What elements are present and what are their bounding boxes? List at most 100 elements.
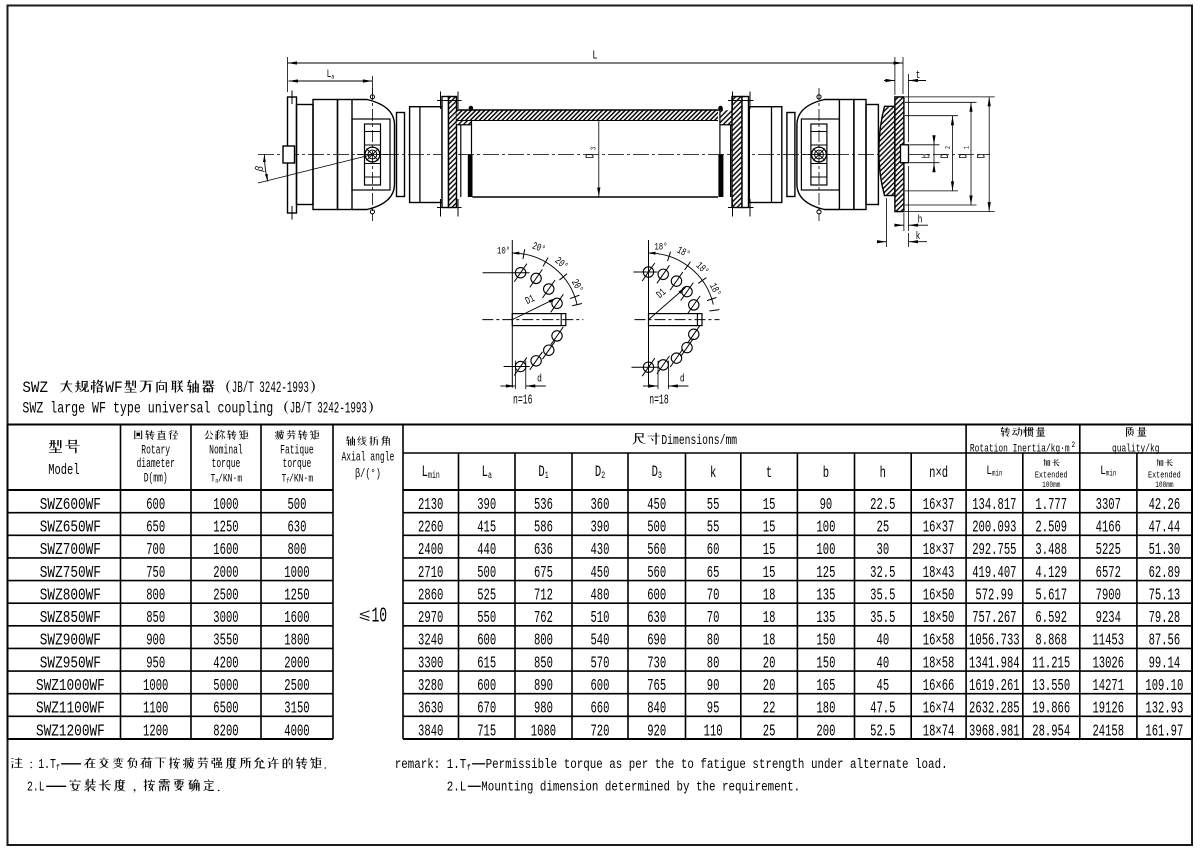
svg-text:Extended: Extended: [1148, 469, 1181, 480]
svg-text:f: f: [56, 764, 60, 773]
svg-text:Dimensions/mm: Dimensions/mm: [661, 433, 737, 449]
svg-text:1200: 1200: [143, 722, 168, 741]
svg-text:62.89: 62.89: [1149, 564, 1181, 583]
svg-text:660: 660: [590, 699, 609, 718]
svg-text:5.617: 5.617: [1035, 586, 1067, 605]
svg-text:20°: 20°: [568, 277, 586, 295]
svg-text:5225: 5225: [1096, 541, 1121, 560]
svg-text:440: 440: [477, 541, 496, 560]
svg-text:11.215: 11.215: [1032, 654, 1070, 673]
svg-text:2.L: 2.L: [27, 779, 45, 795]
svg-text:95: 95: [707, 699, 720, 718]
svg-text:remark: 1.T: remark: 1.T: [395, 757, 467, 773]
svg-text:SWZ: SWZ: [22, 378, 48, 397]
svg-text:22.5: 22.5: [870, 496, 895, 515]
svg-text:18°: 18°: [706, 281, 723, 299]
svg-text:900: 900: [146, 632, 165, 651]
svg-text:500: 500: [287, 496, 306, 515]
svg-text:SWZ950WF: SWZ950WF: [40, 653, 101, 673]
svg-text:SWZ900WF: SWZ900WF: [40, 630, 101, 650]
svg-text:52.5: 52.5: [870, 722, 895, 741]
svg-text:15: 15: [763, 564, 776, 583]
svg-text:16×37: 16×37: [923, 496, 955, 515]
svg-text:3150: 3150: [284, 699, 309, 718]
svg-text:SWZ1000WF: SWZ1000WF: [36, 675, 105, 695]
svg-text:540: 540: [590, 632, 609, 651]
svg-text:30: 30: [877, 541, 890, 560]
svg-text:134.817: 134.817: [972, 496, 1016, 515]
svg-text:5000: 5000: [213, 677, 238, 696]
svg-text:47.5: 47.5: [870, 699, 895, 718]
svg-text:1: 1: [545, 470, 549, 482]
svg-text:75.13: 75.13: [1149, 586, 1181, 605]
svg-text:480: 480: [590, 586, 609, 605]
svg-text:8200: 8200: [213, 722, 238, 741]
svg-text:β/(°): β/(°): [355, 468, 381, 482]
svg-text:560: 560: [647, 564, 666, 583]
svg-text:1.T: 1.T: [38, 756, 56, 772]
svg-text:636: 636: [534, 541, 553, 560]
svg-text:Fatique: Fatique: [280, 444, 314, 458]
svg-text:16×58: 16×58: [923, 632, 955, 651]
svg-text:t: t: [916, 69, 921, 82]
svg-text:3550: 3550: [213, 632, 238, 651]
svg-text:32.5: 32.5: [870, 564, 895, 583]
svg-text:Rotation Inertia/kg·m: Rotation Inertia/kg·m: [970, 442, 1070, 455]
svg-text:90: 90: [707, 677, 720, 696]
svg-text:SWZ750WF: SWZ750WF: [40, 562, 101, 582]
svg-text:2970: 2970: [418, 609, 443, 628]
svg-text:570: 570: [590, 654, 609, 673]
svg-text:40: 40: [877, 654, 890, 673]
svg-text:T: T: [211, 472, 216, 485]
svg-text:3240: 3240: [418, 632, 443, 651]
svg-text:10: 10: [372, 604, 388, 628]
svg-text:700: 700: [146, 541, 165, 560]
svg-text:90: 90: [820, 496, 833, 515]
svg-text:6572: 6572: [1096, 564, 1121, 583]
svg-text:3630: 3630: [418, 699, 443, 718]
svg-text:2: 2: [601, 470, 605, 482]
svg-text:L: L: [1100, 465, 1106, 479]
svg-text:1: 1: [963, 146, 971, 149]
svg-text:a: a: [488, 470, 492, 482]
svg-text:4.129: 4.129: [1035, 564, 1067, 583]
svg-text:T: T: [282, 472, 287, 485]
svg-text:D: D: [957, 154, 970, 159]
svg-text:2860: 2860: [418, 586, 443, 605]
svg-text:586: 586: [534, 518, 553, 537]
svg-text:3840: 3840: [418, 722, 443, 741]
svg-text:b: b: [920, 154, 933, 159]
svg-text:3280: 3280: [418, 677, 443, 696]
svg-text:SWZ800WF: SWZ800WF: [40, 585, 101, 605]
svg-text:2: 2: [1072, 441, 1076, 450]
svg-text:L: L: [482, 464, 488, 482]
svg-text:45: 45: [877, 677, 890, 696]
svg-text:2.509: 2.509: [1035, 518, 1067, 537]
svg-text:550: 550: [477, 609, 496, 628]
svg-text:1080: 1080: [531, 722, 556, 741]
svg-text:100: 100: [816, 518, 835, 537]
svg-text:100mm: 100mm: [1155, 481, 1174, 490]
svg-text:720: 720: [590, 722, 609, 741]
svg-text:d: d: [680, 372, 685, 385]
svg-text:Mounting dimension determined: Mounting dimension determined by the req…: [481, 779, 800, 795]
svg-text:D: D: [595, 464, 601, 482]
svg-text:SWZ1100WF: SWZ1100WF: [36, 698, 105, 718]
svg-text:Nominal: Nominal: [209, 444, 243, 458]
svg-text:18×37: 18×37: [923, 541, 955, 560]
svg-text:t: t: [766, 465, 772, 483]
svg-text:f: f: [467, 764, 471, 773]
svg-text:Extended: Extended: [1035, 469, 1068, 480]
svg-text:13026: 13026: [1092, 654, 1124, 673]
svg-text:675: 675: [534, 564, 553, 583]
svg-text:762: 762: [534, 609, 553, 628]
svg-text:D: D: [652, 464, 658, 482]
svg-text:8.868: 8.868: [1035, 632, 1067, 651]
svg-text:1000: 1000: [143, 677, 168, 696]
svg-text:87.56: 87.56: [1149, 632, 1181, 651]
svg-text:100mm: 100mm: [1042, 481, 1061, 490]
svg-text:1600: 1600: [213, 541, 238, 560]
svg-text:390: 390: [590, 518, 609, 537]
svg-text:/KN·m: /KN·m: [218, 472, 242, 485]
svg-text:450: 450: [647, 496, 666, 515]
